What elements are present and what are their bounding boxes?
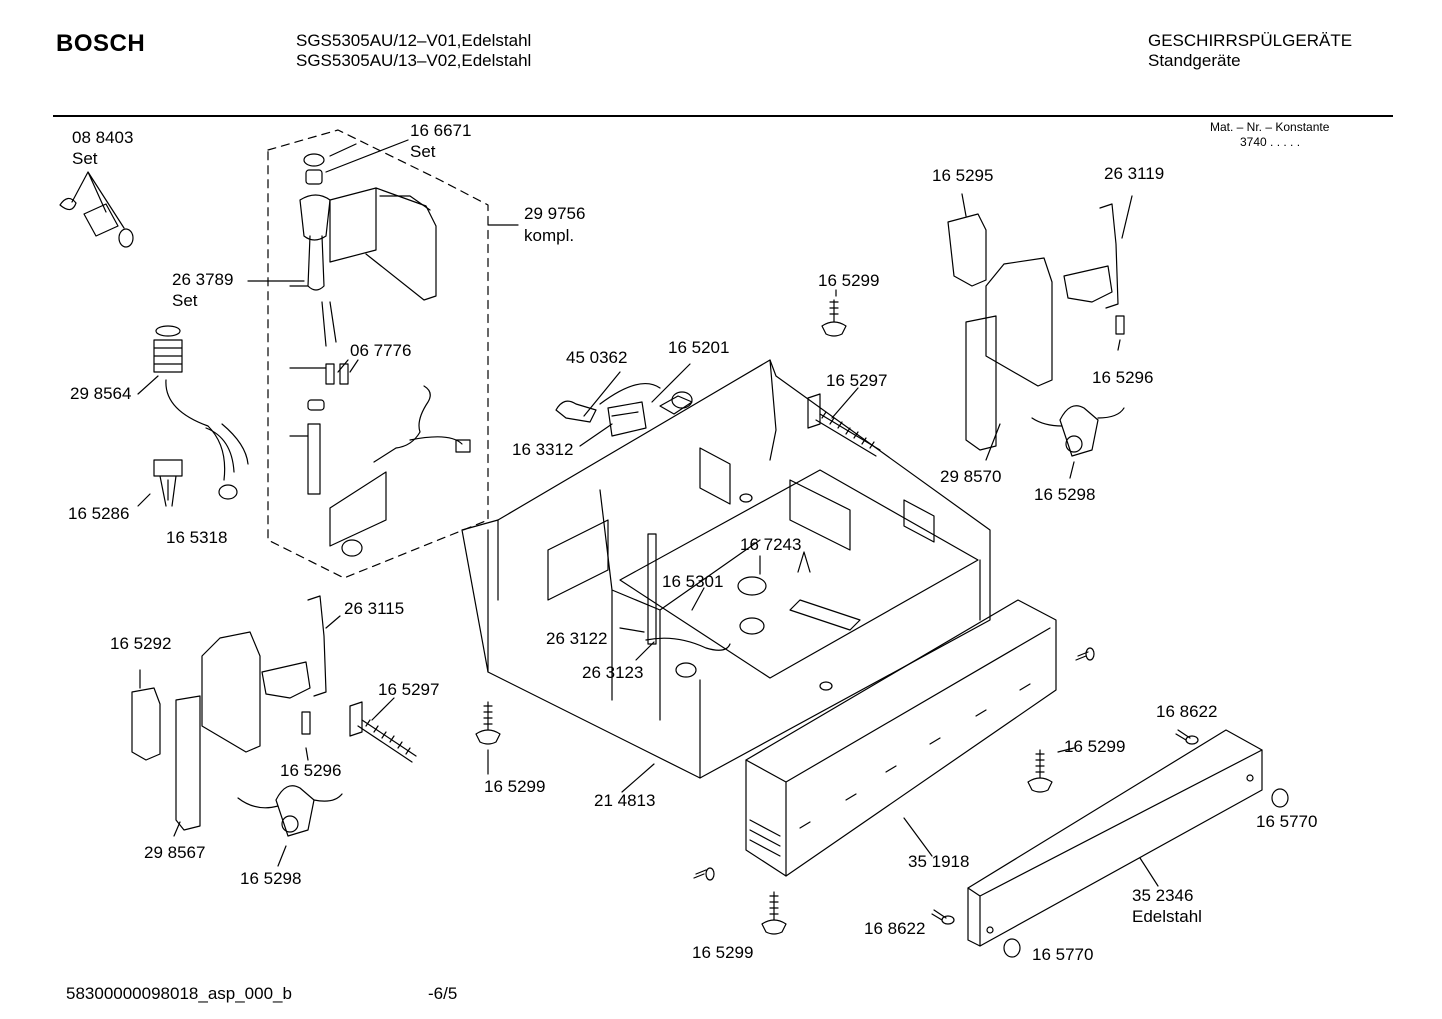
part-label-067776: 06 7776 bbox=[350, 341, 412, 360]
part-label-263122: 26 3122 bbox=[546, 629, 608, 648]
part-label-165286: 16 5286 bbox=[68, 504, 130, 523]
inlet-valve-assembly bbox=[300, 154, 470, 556]
part-label-263119: 26 3119 bbox=[1104, 164, 1165, 183]
part-label-165301: 16 5301 bbox=[662, 572, 724, 591]
leveling-foot-top bbox=[822, 290, 846, 336]
part-label-165295: 16 5295 bbox=[932, 166, 994, 185]
material-note-value: 3740 . . . . . bbox=[1240, 135, 1301, 149]
leveling-foot-mid bbox=[476, 702, 500, 774]
part-label-298564: 29 8564 bbox=[70, 384, 132, 403]
part-label-088403: 08 8403 bbox=[72, 128, 134, 147]
part-label-165298-right: 16 5298 bbox=[1034, 485, 1096, 504]
part-label-263789-set: Set bbox=[172, 291, 198, 310]
leveling-foot-right bbox=[1028, 748, 1074, 792]
part-label-165299-right: 16 5299 bbox=[1064, 737, 1126, 756]
part-label-165201: 16 5201 bbox=[668, 338, 730, 357]
part-label-450362: 45 0362 bbox=[566, 348, 628, 367]
assembly-dashed-enclosure bbox=[268, 130, 488, 578]
part-label-165318: 16 5318 bbox=[166, 528, 228, 547]
part-label-165299-bottom: 16 5299 bbox=[692, 943, 754, 962]
part-label-351918: 35 1918 bbox=[908, 852, 970, 871]
part-label-163312: 16 3312 bbox=[512, 440, 574, 459]
screw-top bbox=[1176, 730, 1198, 744]
part-label-263789: 26 3789 bbox=[172, 270, 234, 289]
part-label-166671: 16 6671 bbox=[410, 121, 472, 140]
hose-clamp-set bbox=[60, 172, 133, 247]
part-label-165298-left: 16 5298 bbox=[240, 869, 302, 888]
part-label-165296-left: 16 5296 bbox=[280, 761, 342, 780]
model-line-1: SGS5305AU/12–V01,Edelstahl bbox=[296, 31, 532, 50]
material-note-label: Mat. – Nr. – Konstante bbox=[1210, 120, 1330, 134]
part-label-263123: 26 3123 bbox=[582, 663, 644, 682]
part-label-165770-right: 16 5770 bbox=[1256, 812, 1318, 831]
stainless-panel bbox=[968, 730, 1262, 946]
part-label-165297-right: 16 5297 bbox=[826, 371, 888, 390]
part-label-166671-set: Set bbox=[410, 142, 436, 161]
hinge-bracket-right bbox=[948, 194, 1132, 478]
part-label-352346: 35 2346 bbox=[1132, 886, 1194, 905]
part-label-214813: 21 4813 bbox=[594, 791, 656, 810]
part-label-298567: 29 8567 bbox=[144, 843, 206, 862]
part-label-165292: 16 5292 bbox=[110, 634, 172, 653]
retaining-clip bbox=[138, 460, 182, 506]
part-label-299756: 29 9756 bbox=[524, 204, 586, 223]
screw-misc bbox=[694, 648, 1094, 880]
part-label-299756-kompl: kompl. bbox=[524, 226, 575, 245]
part-label-168622-bottom: 16 8622 bbox=[864, 919, 926, 938]
cap-right bbox=[1272, 789, 1288, 807]
part-label-167243: 16 7243 bbox=[740, 535, 802, 554]
spring-left bbox=[350, 698, 416, 762]
part-label-088403-set: Set bbox=[72, 149, 98, 168]
model-line-2: SGS5305AU/13–V02,Edelstahl bbox=[296, 51, 532, 70]
footer-page-number: -6/5 bbox=[428, 984, 458, 1003]
part-label-298570: 29 8570 bbox=[940, 467, 1002, 486]
leveling-foot-bottom bbox=[762, 892, 786, 934]
part-label-165299-top: 16 5299 bbox=[818, 271, 880, 290]
hinge-bracket-left bbox=[132, 596, 342, 866]
part-label-165296-right: 16 5296 bbox=[1092, 368, 1154, 387]
category-title: GESCHIRRSPÜLGERÄTE bbox=[1148, 31, 1353, 50]
kick-panel bbox=[746, 600, 1056, 876]
electrical-components bbox=[556, 364, 692, 446]
brand-logo: BOSCH bbox=[56, 30, 146, 57]
spring-hose bbox=[138, 326, 248, 499]
part-label-165770-bottom: 16 5770 bbox=[1032, 945, 1094, 964]
part-label-263115: 26 3115 bbox=[344, 599, 405, 618]
part-label-165299-mid: 16 5299 bbox=[484, 777, 546, 796]
part-label-165297-left: 16 5297 bbox=[378, 680, 440, 699]
spring-right bbox=[808, 388, 880, 456]
screw-bottom bbox=[932, 910, 954, 924]
cap-bottom bbox=[1004, 939, 1020, 957]
part-label-352346-edelstahl: Edelstahl bbox=[1132, 907, 1202, 926]
category-subtitle: Standgeräte bbox=[1148, 51, 1241, 70]
base-frame bbox=[462, 360, 990, 778]
part-label-168622-right: 16 8622 bbox=[1156, 702, 1218, 721]
header-divider bbox=[53, 115, 1393, 117]
footer-doc-id: 58300000098018_asp_000_b bbox=[66, 984, 292, 1003]
